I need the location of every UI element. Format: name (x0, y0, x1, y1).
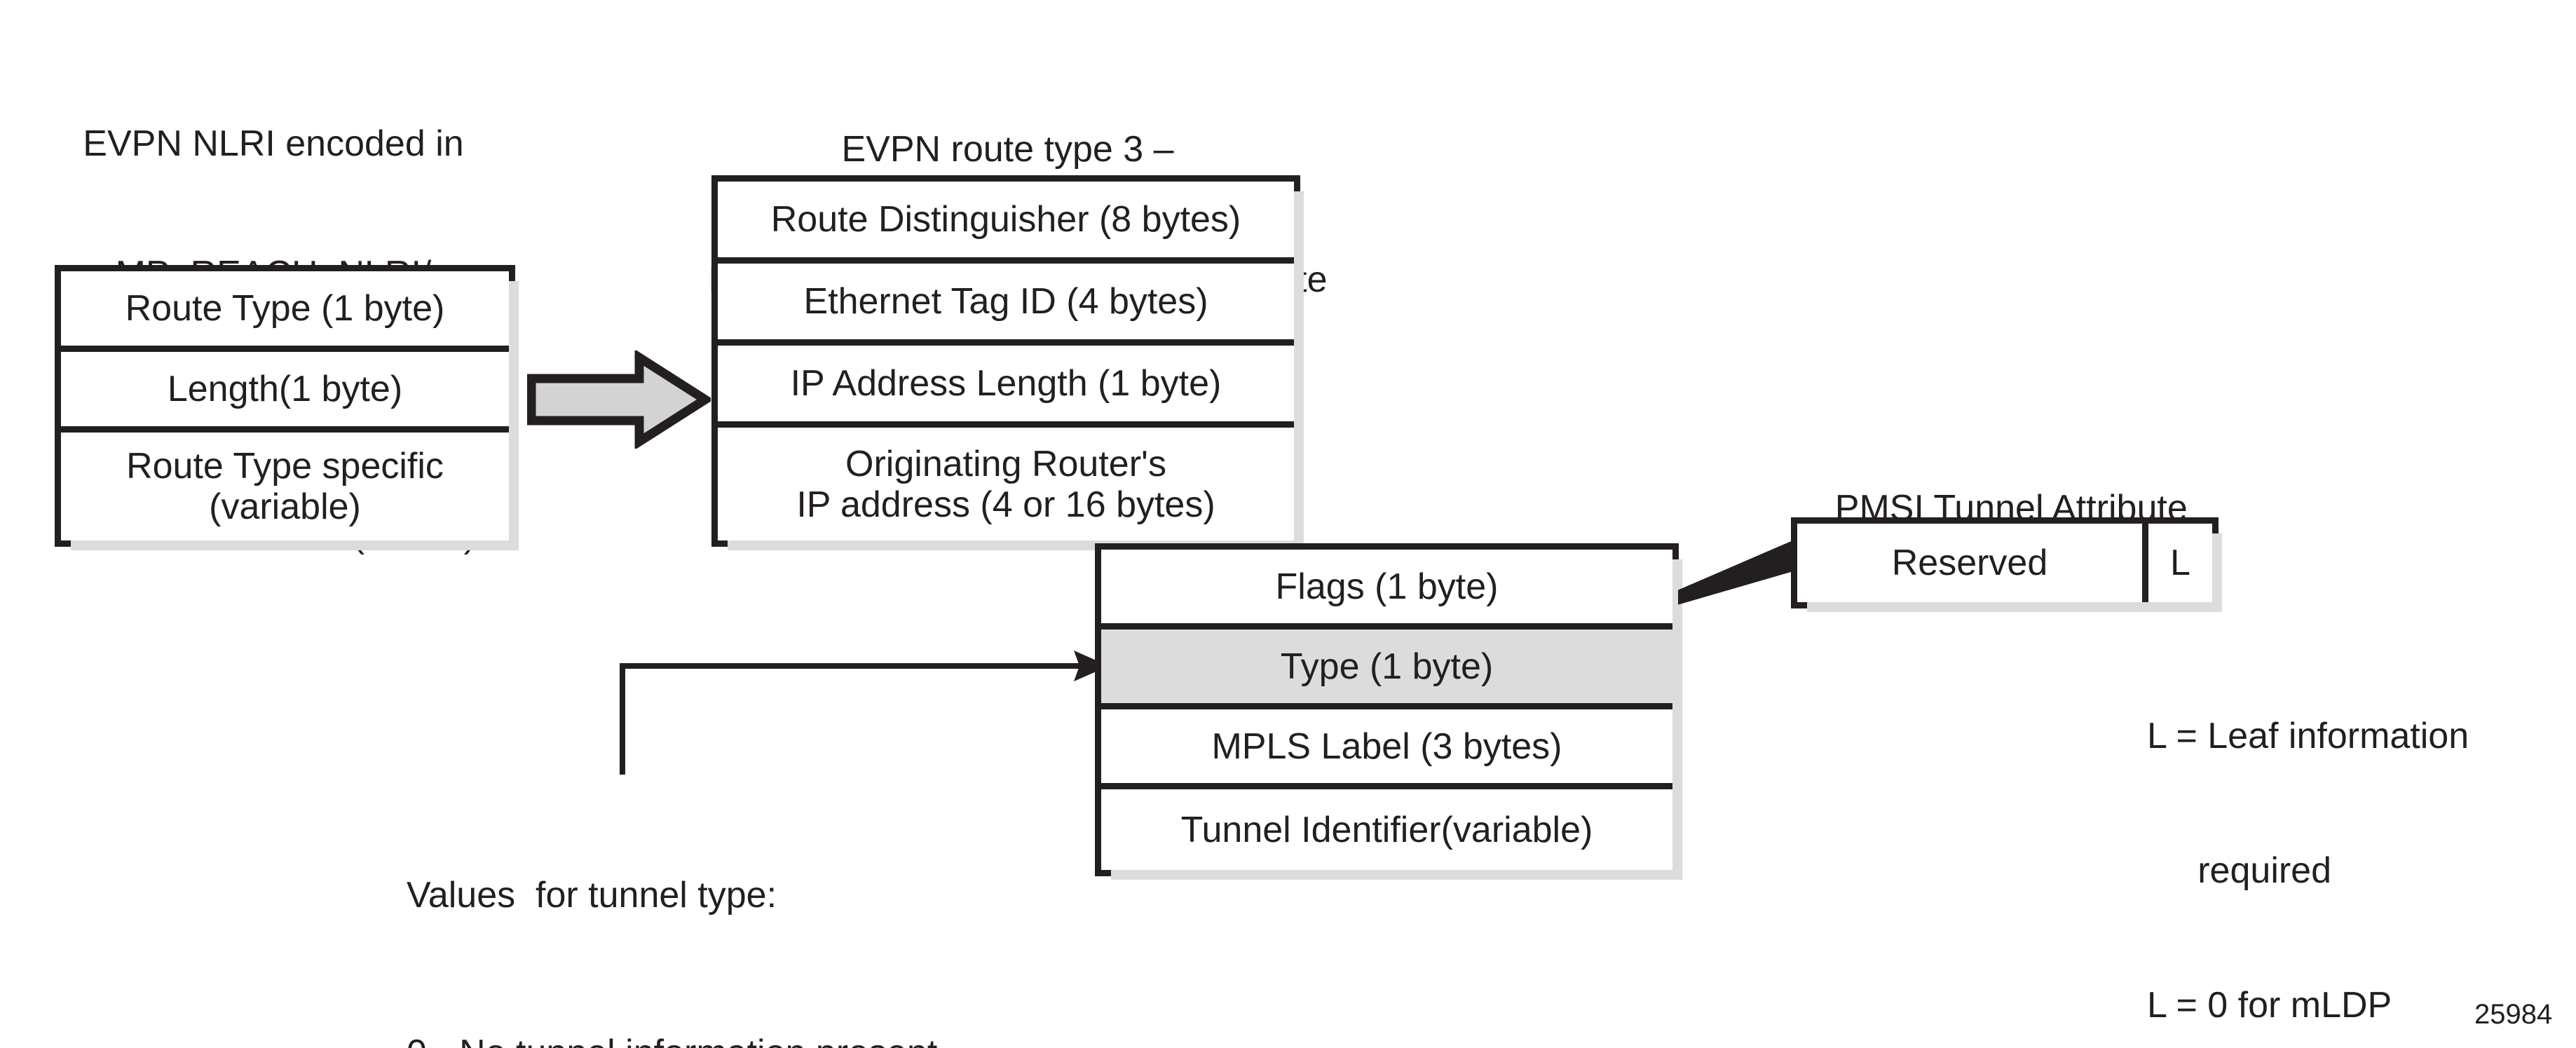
tunnel-values-heading: Values for tunnel type: (407, 875, 777, 916)
pmsi-reserved-cell: Reserved (1797, 524, 2142, 602)
pmsi-reserved-box: Reserved L (1791, 517, 2222, 612)
row-label: Type (1 byte) (1280, 646, 1494, 687)
row-label: Tunnel Identifier(variable) (1180, 809, 1593, 850)
left-caption-line-1: EVPN NLRI encoded in (83, 123, 464, 164)
figure-number: 25984 (2474, 999, 2553, 1030)
row-label: Flags (1 byte) (1275, 566, 1499, 607)
table-row: Originating Router's IP address (4 or 16… (718, 428, 1294, 540)
pmsi-l-cell: L (2142, 524, 2212, 602)
table-row: Flags (1 byte) (1101, 550, 1672, 630)
evpn-nlri-stack: Route Type (1 byte) Length(1 byte) Route… (55, 265, 519, 550)
evpn-route-type3-stack: Route Distinguisher (8 bytes) Ethernet T… (711, 175, 1304, 550)
flow-block-arrow (526, 349, 714, 450)
table-row-type: Type (1 byte) (1101, 630, 1672, 709)
row-label: Route Type (1 byte) (125, 288, 445, 329)
l-legend-line-1: L = Leaf information (2147, 716, 2469, 756)
row-label: Ethernet Tag ID (4 bytes) (803, 281, 1208, 322)
table-row: Length(1 byte) (61, 352, 509, 433)
l-legend-line-2: required (2147, 850, 2332, 891)
row-label: MPLS Label (3 bytes) (1211, 726, 1562, 767)
tunnel-values-item: 0 - No tunnel information present (407, 1027, 1283, 1048)
pmsi-reserved-label: Reserved (1891, 543, 2048, 583)
table-row: Route Distinguisher (8 bytes) (718, 182, 1294, 264)
pmsi-tunnel-fields-stack: Flags (1 byte) Type (1 byte) MPLS Label … (1095, 543, 1682, 880)
row-label: Route Distinguisher (8 bytes) (770, 199, 1241, 240)
l-flag-legend: L = Leaf information required L = 0 for … (2147, 624, 2568, 1048)
table-row: Tunnel Identifier(variable) (1101, 789, 1672, 870)
table-row: IP Address Length (1 byte) (718, 346, 1294, 428)
table-row: MPLS Label (3 bytes) (1101, 709, 1672, 789)
row-label: Route Type specific (variable) (126, 446, 444, 527)
pmsi-l-label: L (2170, 543, 2190, 583)
tunnel-type-values-list: Values for tunnel type: 0 - No tunnel in… (407, 764, 1283, 1048)
table-row: Route Type (1 byte) (61, 271, 509, 352)
tunnel-type-pointer-arrow (603, 645, 1115, 785)
row-label: Originating Router's IP address (4 or 16… (796, 443, 1215, 525)
middle-caption-line-1: EVPN route type 3 – (841, 129, 1174, 170)
row-label: IP Address Length (1 byte) (790, 363, 1222, 404)
row-label: Length(1 byte) (167, 369, 403, 409)
table-row: Route Type specific (variable) (61, 433, 509, 540)
table-row: Ethernet Tag ID (4 bytes) (718, 264, 1294, 346)
l-legend-line-3: L = 0 for mLDP (2147, 985, 2392, 1026)
